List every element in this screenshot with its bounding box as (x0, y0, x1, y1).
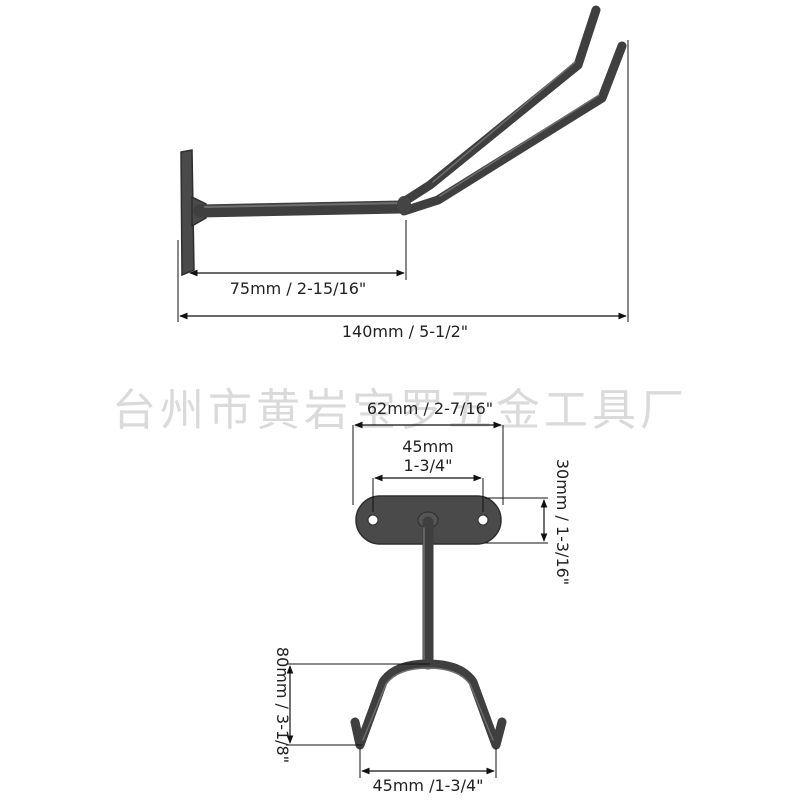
side-arm (193, 200, 409, 218)
front-view: 62mm / 2-7/16" 45mm 1-3/4" 30mm / 1-3/16… (273, 399, 572, 795)
front-plate-hole-right (477, 514, 489, 526)
side-total-dimension-label: 140mm / 5-1/2" (342, 322, 468, 341)
front-plate-hole-left (367, 514, 379, 526)
side-arm-dimension-label: 75mm / 2-15/16" (230, 279, 367, 298)
front-plate-width-label: 62mm / 2-7/16" (367, 399, 493, 418)
front-hook-height-label: 80mm / 3-1/8" (273, 647, 292, 763)
front-hook-spread-label: 45mm /1-3/4" (372, 776, 483, 795)
front-hole-spacing-label-mm: 45mm (402, 437, 454, 456)
side-upper-prong (397, 5, 601, 208)
front-plate-height-label: 30mm / 1-3/16" (553, 459, 572, 585)
front-hole-spacing-label-in: 1-3/4" (403, 456, 452, 475)
side-lower-prong (399, 41, 627, 216)
side-view: 75mm / 2-15/16" 140mm / 5-1/2" (177, 5, 629, 341)
